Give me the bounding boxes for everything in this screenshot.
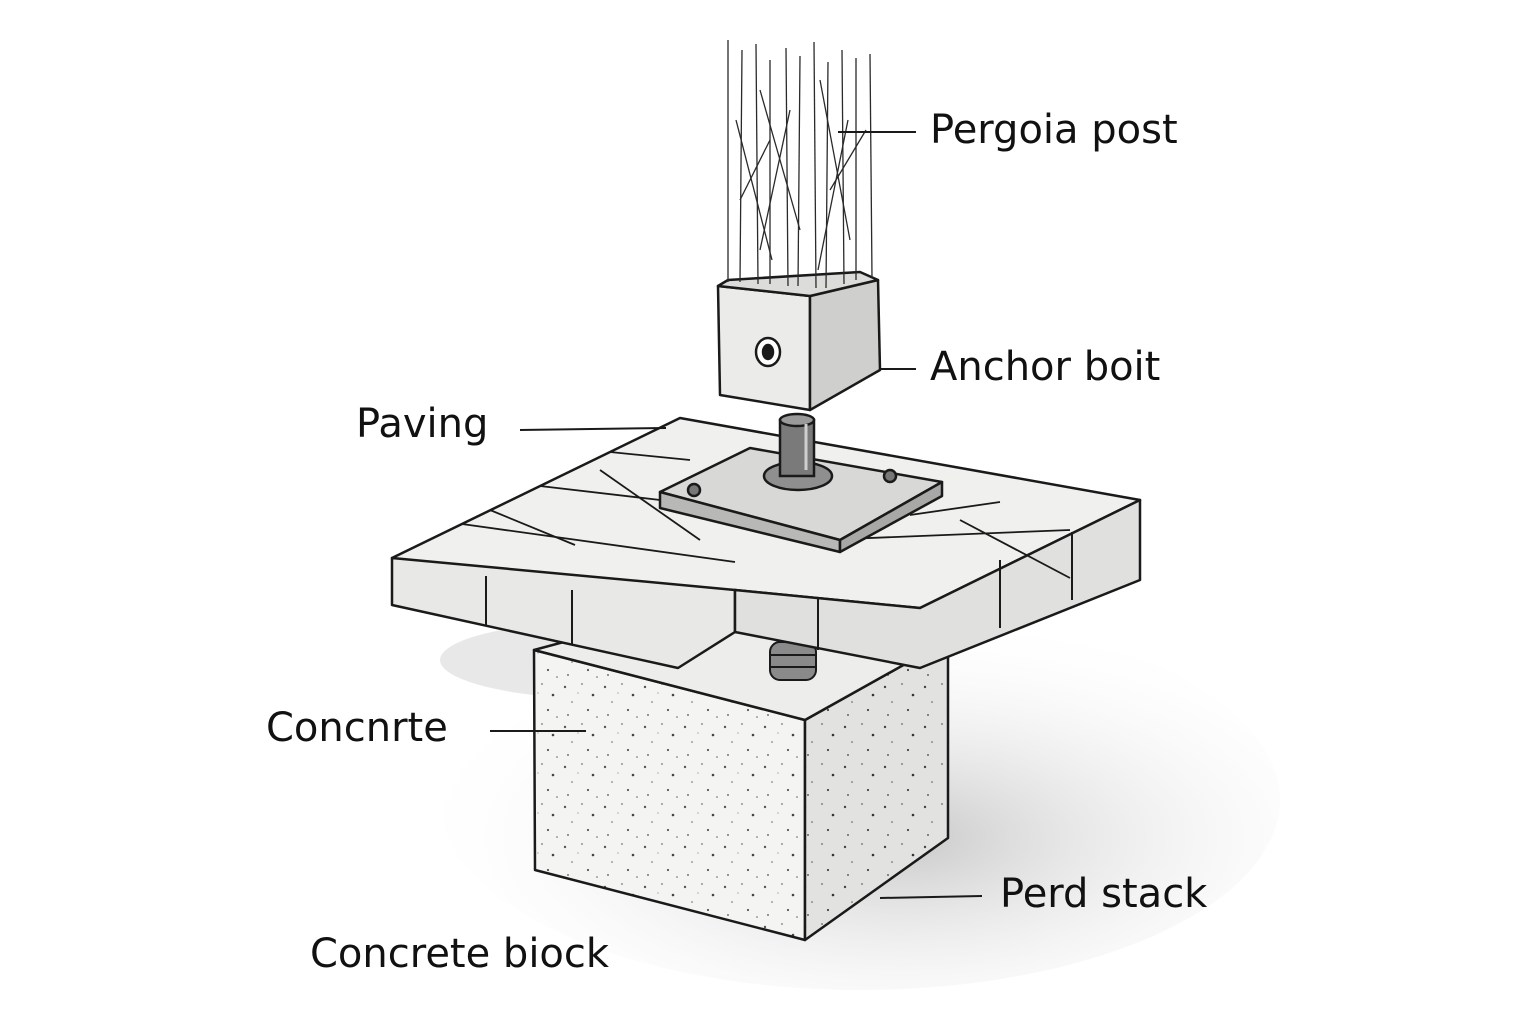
label-anchor-bolt: Anchor boit [930,344,1161,390]
anchor-base-plate [658,446,944,554]
leader-paving [519,427,667,431]
pergola-post [727,40,873,289]
anchor-bolt [762,412,834,492]
leader-pad-stack [879,895,983,899]
label-concrete-block: Concrete biock [310,931,610,977]
label-paving: Paving [356,401,489,447]
label-pergola-post: Pergoia post [930,107,1178,153]
label-concrete: Concnrte [266,705,448,751]
pad-stack-nut [769,641,817,681]
label-pad-stack: Perd stack [1000,871,1208,917]
post-bracket [716,270,882,412]
leader-lines [490,131,983,899]
